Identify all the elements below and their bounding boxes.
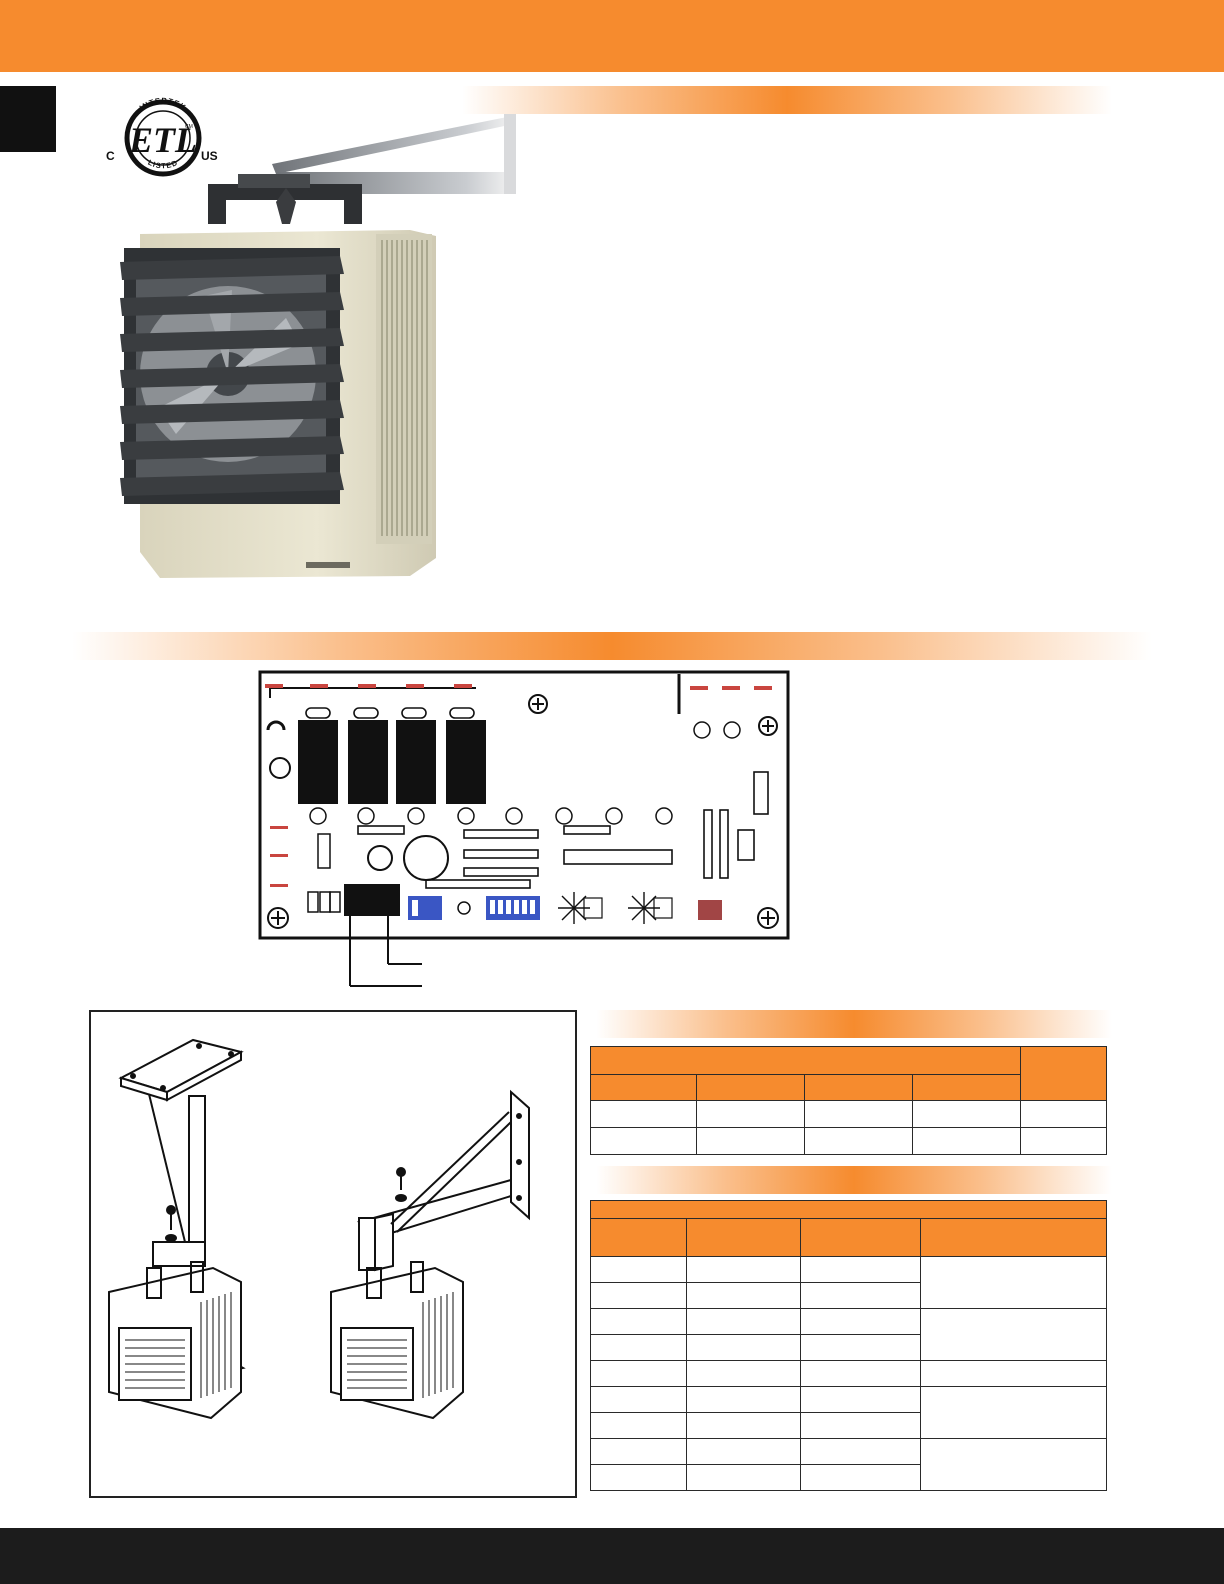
- table-row: [590, 1464, 1107, 1491]
- spec-table-1: [590, 1046, 1107, 1155]
- table-row: [590, 1256, 1107, 1309]
- table-2-header-cell: [686, 1218, 801, 1257]
- table-2-header-cell: [920, 1218, 1107, 1257]
- spec-table-2: [590, 1200, 1107, 1491]
- mounting-bracket-diagram: [108, 1038, 530, 1420]
- wall-mount-diagram: [330, 1089, 530, 1420]
- footer-bar: [0, 1528, 1224, 1584]
- etl-cm-text: CM: [185, 124, 193, 130]
- control-board-diagram: [258, 670, 790, 987]
- ceiling-mount-diagram: [108, 1038, 246, 1420]
- section-divider-table-2: [596, 1166, 1112, 1194]
- page-tab-marker: [0, 86, 56, 152]
- etl-ring-bottom-text: LISTED: [146, 158, 178, 171]
- table-row: [590, 1360, 1107, 1387]
- table-1-header-cell: [696, 1074, 805, 1101]
- table-2-header-cell: [800, 1218, 921, 1257]
- table-row: [590, 1127, 1107, 1155]
- table-row: [590, 1282, 1107, 1309]
- etl-c-text: C: [106, 149, 115, 163]
- mounting-bracket-panel: [89, 1010, 577, 1498]
- table-1-header-cell: [1020, 1046, 1107, 1101]
- section-divider-board: [72, 632, 1152, 660]
- section-divider-hero: [462, 86, 1112, 114]
- table-row: [590, 1100, 1107, 1128]
- table-1-header-cell: [912, 1074, 1021, 1101]
- table-row: [590, 1386, 1107, 1439]
- table-2-header-cell: [590, 1218, 687, 1257]
- etl-mark-text: ETL: [128, 120, 197, 160]
- table-row: [590, 1308, 1107, 1361]
- header-bar: [0, 0, 1224, 72]
- table-1-header-cell: [590, 1074, 697, 1101]
- unit-heater-photo: [120, 114, 516, 578]
- table-row: [590, 1438, 1107, 1491]
- table-2-group-header: [590, 1200, 1107, 1219]
- etl-listed-logo-icon: INTERTEK LISTED ETL CM C US: [106, 96, 218, 177]
- svg-text:LISTED: LISTED: [146, 158, 179, 171]
- etl-us-text: US: [201, 149, 218, 163]
- table-1-header-cell: [804, 1074, 913, 1101]
- section-divider-table-1: [596, 1010, 1112, 1038]
- table-1-group-header: [590, 1046, 1021, 1075]
